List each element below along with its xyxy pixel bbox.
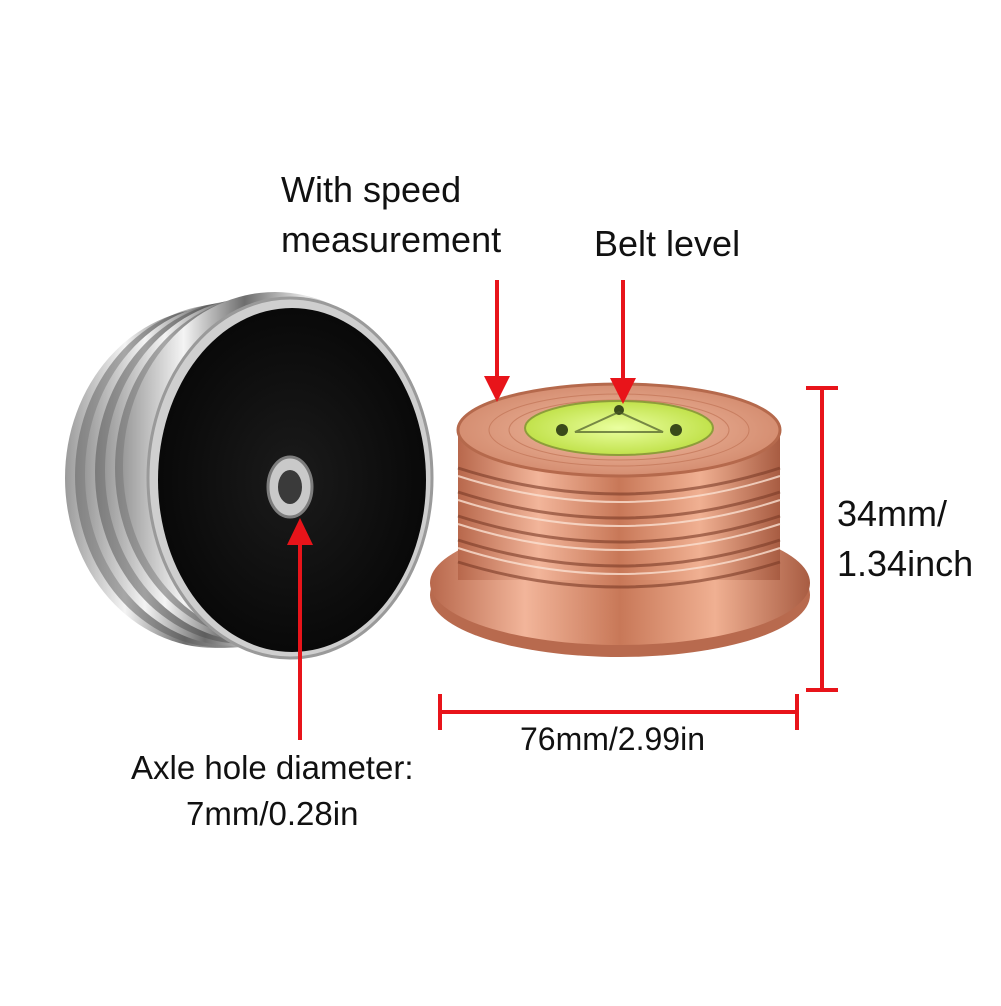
- axle-hole: [278, 470, 302, 504]
- axle-hole-line-1: Axle hole diameter:: [131, 749, 414, 786]
- height-dimension-line: [806, 386, 838, 692]
- speed-measurement-line-1: With speed: [281, 169, 462, 210]
- belt-level-label: Belt level: [594, 223, 741, 264]
- height-line-1: 34mm/: [837, 493, 948, 534]
- silver-clamp: [65, 292, 434, 660]
- axle-arrow: [287, 518, 313, 740]
- belt-level-arrow: [610, 280, 636, 404]
- rose-gold-highlights: [457, 475, 781, 575]
- width-dimension-line: [438, 694, 799, 730]
- height-line-2: 1.34inch: [837, 543, 974, 585]
- rose-gold-clamp: [430, 382, 810, 657]
- speed-measurement-label: With speed measurement: [281, 165, 501, 266]
- speed-arrow: [484, 280, 510, 402]
- annotation-arrows: [287, 280, 838, 740]
- height-label: 34mm/ 1.34inch: [837, 489, 973, 590]
- axle-hole-line-2: 7mm/0.28in: [186, 795, 359, 833]
- width-label: 76mm/2.99in: [520, 721, 705, 757]
- speed-measurement-line-2: measurement: [281, 219, 502, 261]
- bubble-level: [524, 400, 714, 456]
- axle-hole-label: Axle hole diameter: 7mm/0.28in: [131, 745, 413, 837]
- rose-gold-grooves: [457, 466, 781, 589]
